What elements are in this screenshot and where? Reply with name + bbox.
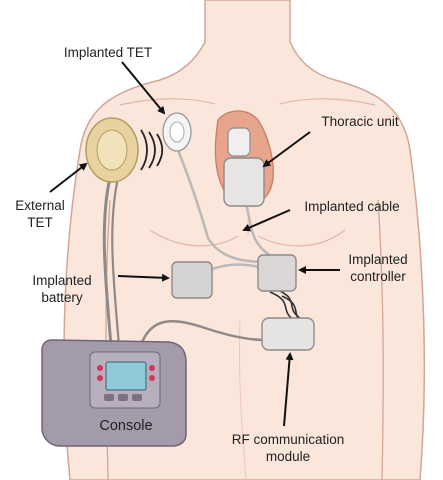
chest-contour-left xyxy=(149,229,239,247)
console-key-3 xyxy=(132,394,142,401)
external-tet-inner xyxy=(96,129,128,171)
implanted-controller xyxy=(257,254,297,292)
label-rf-module-line1: RF communication xyxy=(232,432,345,447)
arrow-external-tet xyxy=(49,162,88,193)
arrow-implanted-battery xyxy=(117,273,170,282)
console-button-4 xyxy=(149,375,155,381)
label-external-tet-line1: External xyxy=(15,198,65,213)
implanted-battery xyxy=(171,261,213,299)
chest-contour-right xyxy=(257,229,346,247)
console-button-2 xyxy=(97,375,103,381)
arrow-implanted-cable xyxy=(242,209,291,232)
console-key-2 xyxy=(118,394,128,401)
external-tet-cable xyxy=(102,177,114,361)
rf-communication-module xyxy=(261,317,315,351)
left-clavicle xyxy=(119,98,216,106)
console-screen xyxy=(105,361,147,391)
external-tet-cable-2 xyxy=(111,177,122,361)
label-external-tet-line2: TET xyxy=(27,215,53,230)
console-button-1 xyxy=(97,365,103,371)
thoracic-unit-top xyxy=(227,127,251,157)
implanted-tet-cable xyxy=(176,149,271,264)
label-implanted-battery-line2: battery xyxy=(41,290,83,305)
label-thoracic-unit: Thoracic unit xyxy=(321,114,399,129)
arrow-rf-module xyxy=(283,352,294,427)
abdomen-line xyxy=(238,319,247,480)
implanted-tet-inner xyxy=(169,121,185,143)
label-implanted-controller-line2: controller xyxy=(350,269,406,284)
label-implanted-cable: Implanted cable xyxy=(304,199,399,214)
tet-wave-3 xyxy=(156,133,164,167)
label-implanted-controller-line1: Implanted xyxy=(348,252,407,267)
label-implanted-battery-line1: Implanted xyxy=(32,273,91,288)
tet-wave-2 xyxy=(148,131,156,169)
right-clavicle xyxy=(279,98,376,106)
tet-wave-1 xyxy=(140,129,148,171)
label-implanted-tet: Implanted TET xyxy=(64,45,152,60)
thoracic-unit-body xyxy=(223,157,265,207)
console-button-3 xyxy=(149,365,155,371)
console-key-1 xyxy=(104,394,114,401)
right-arm-crease xyxy=(377,199,384,480)
arrow-thoracic-unit xyxy=(262,131,311,168)
label-rf-module-line2: module xyxy=(266,449,310,464)
console-cable xyxy=(138,319,266,349)
label-console: Console xyxy=(99,418,152,434)
arrow-implanted-tet xyxy=(121,61,166,115)
